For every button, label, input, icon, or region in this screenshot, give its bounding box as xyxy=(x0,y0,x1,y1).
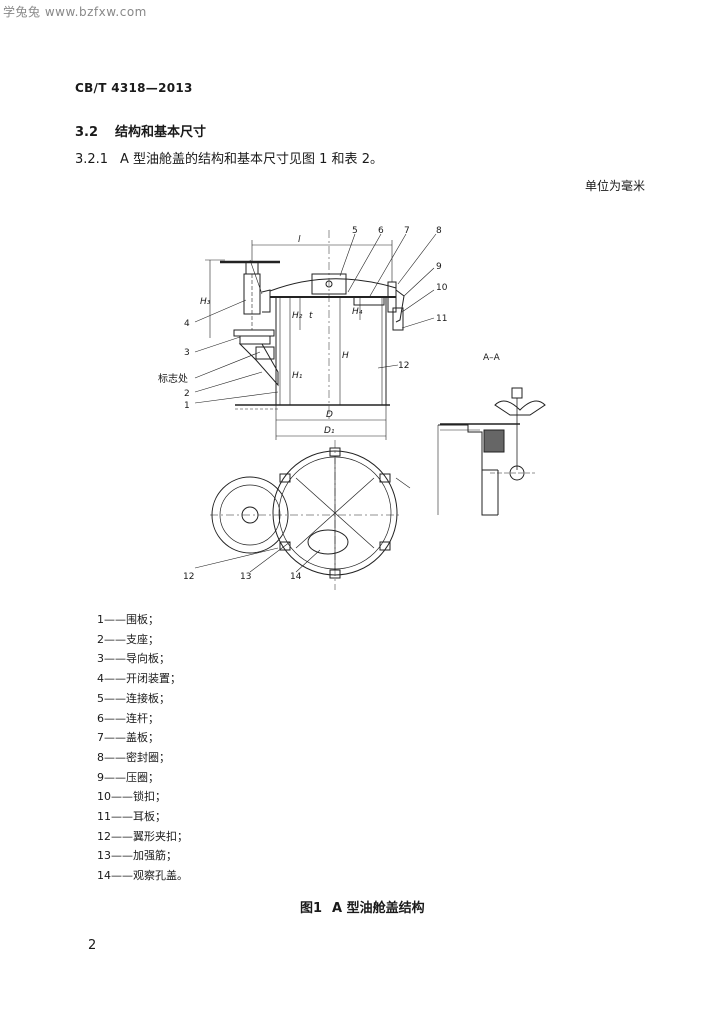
clause-paragraph: 3.2.1 A 型油舱盖的结构和基本尺寸见图 1 和表 2。 xyxy=(75,148,383,167)
dim-D1: D₁ xyxy=(324,426,335,436)
figure-title: A 型油舱盖结构 xyxy=(332,901,425,916)
legend-item: 4——开闭装置； xyxy=(97,672,181,686)
hatch-cover-drawing: 4 3 2 1 5 6 7 8 9 10 11 12 12 13 14 标志处 … xyxy=(158,226,546,590)
callout-3: 3 xyxy=(184,348,190,358)
legend-item: 6——连杆； xyxy=(97,711,159,725)
page-number: 2 xyxy=(88,938,97,953)
legend-item: 2——支座； xyxy=(97,632,159,646)
section-label: A–A xyxy=(483,353,501,363)
legend-item: 10——锁扣； xyxy=(97,790,166,804)
dim-H4: H₄ xyxy=(352,307,363,317)
legend-item: 3——导向板； xyxy=(97,652,170,666)
figure-number: 图1 xyxy=(300,901,323,916)
watermark: 学兔兔 www.bzfxw.com xyxy=(3,5,147,19)
callout-1: 1 xyxy=(184,401,190,411)
plan-view xyxy=(194,440,411,590)
legend-item: 1——围板； xyxy=(97,613,159,626)
callout-14: 14 xyxy=(290,572,302,582)
clause-text: A 型油舱盖的结构和基本尺寸见图 1 和表 2。 xyxy=(120,152,383,167)
legend-item: 5——连接板； xyxy=(97,691,170,705)
callout-4: 4 xyxy=(184,319,190,329)
callout-labels: 4 3 2 1 5 6 7 8 9 10 11 12 12 13 14 标志处 … xyxy=(158,226,501,582)
clause-number: 3.2.1 xyxy=(75,152,109,167)
dim-l: l xyxy=(298,235,301,245)
callout-10: 10 xyxy=(436,283,448,293)
dim-H: H xyxy=(342,351,349,361)
callout-9: 9 xyxy=(436,262,442,272)
callout-11: 11 xyxy=(436,314,447,324)
legend-item: 14——观察孔盖。 xyxy=(97,869,188,883)
section-number: 3.2 xyxy=(75,125,99,140)
legend-item: 7——盖板； xyxy=(97,731,159,745)
callout-5: 5 xyxy=(352,226,358,236)
parts-legend: 1——围板； 2——支座； 3——导向板； 4——开闭装置； 5——连接板； 6… xyxy=(97,610,188,886)
legend-item: 9——压圈； xyxy=(97,770,159,784)
callout-12: 12 xyxy=(398,361,409,371)
dim-H3: H₃ xyxy=(200,297,211,307)
unit-note: 单位为毫米 xyxy=(585,179,646,193)
dim-H1: H₁ xyxy=(292,371,303,381)
dim-t: t xyxy=(309,311,313,321)
callout-8: 8 xyxy=(436,226,442,236)
callout-2: 2 xyxy=(184,389,190,399)
section-title: 结构和基本尺寸 xyxy=(115,125,207,140)
callout-7: 7 xyxy=(404,226,410,236)
standard-number: CB/T 4318—2013 xyxy=(75,81,193,95)
legend-item: 12——翼形夹扣； xyxy=(97,829,188,843)
mark-location-label: 标志处 xyxy=(158,372,188,385)
legend-item: 13——加强筋； xyxy=(97,849,177,863)
dim-D: D xyxy=(326,410,333,420)
callout-13: 13 xyxy=(240,572,251,582)
figure-caption: 图1 A 型油舱盖结构 xyxy=(300,897,425,916)
section-a-a-view xyxy=(437,387,546,516)
section-heading: 3.2 结构和基本尺寸 xyxy=(75,121,206,140)
callout-6: 6 xyxy=(378,226,384,236)
dimension-labels: l D D₁ H H₁ H₂ H₃ H₄ t xyxy=(200,235,363,436)
elevation-view xyxy=(194,230,437,440)
dim-H2: H₂ xyxy=(292,311,303,321)
legend-item: 8——密封圈； xyxy=(97,750,170,764)
callout-12-plan: 12 xyxy=(183,572,194,582)
legend-item: 11——耳板； xyxy=(97,810,166,824)
